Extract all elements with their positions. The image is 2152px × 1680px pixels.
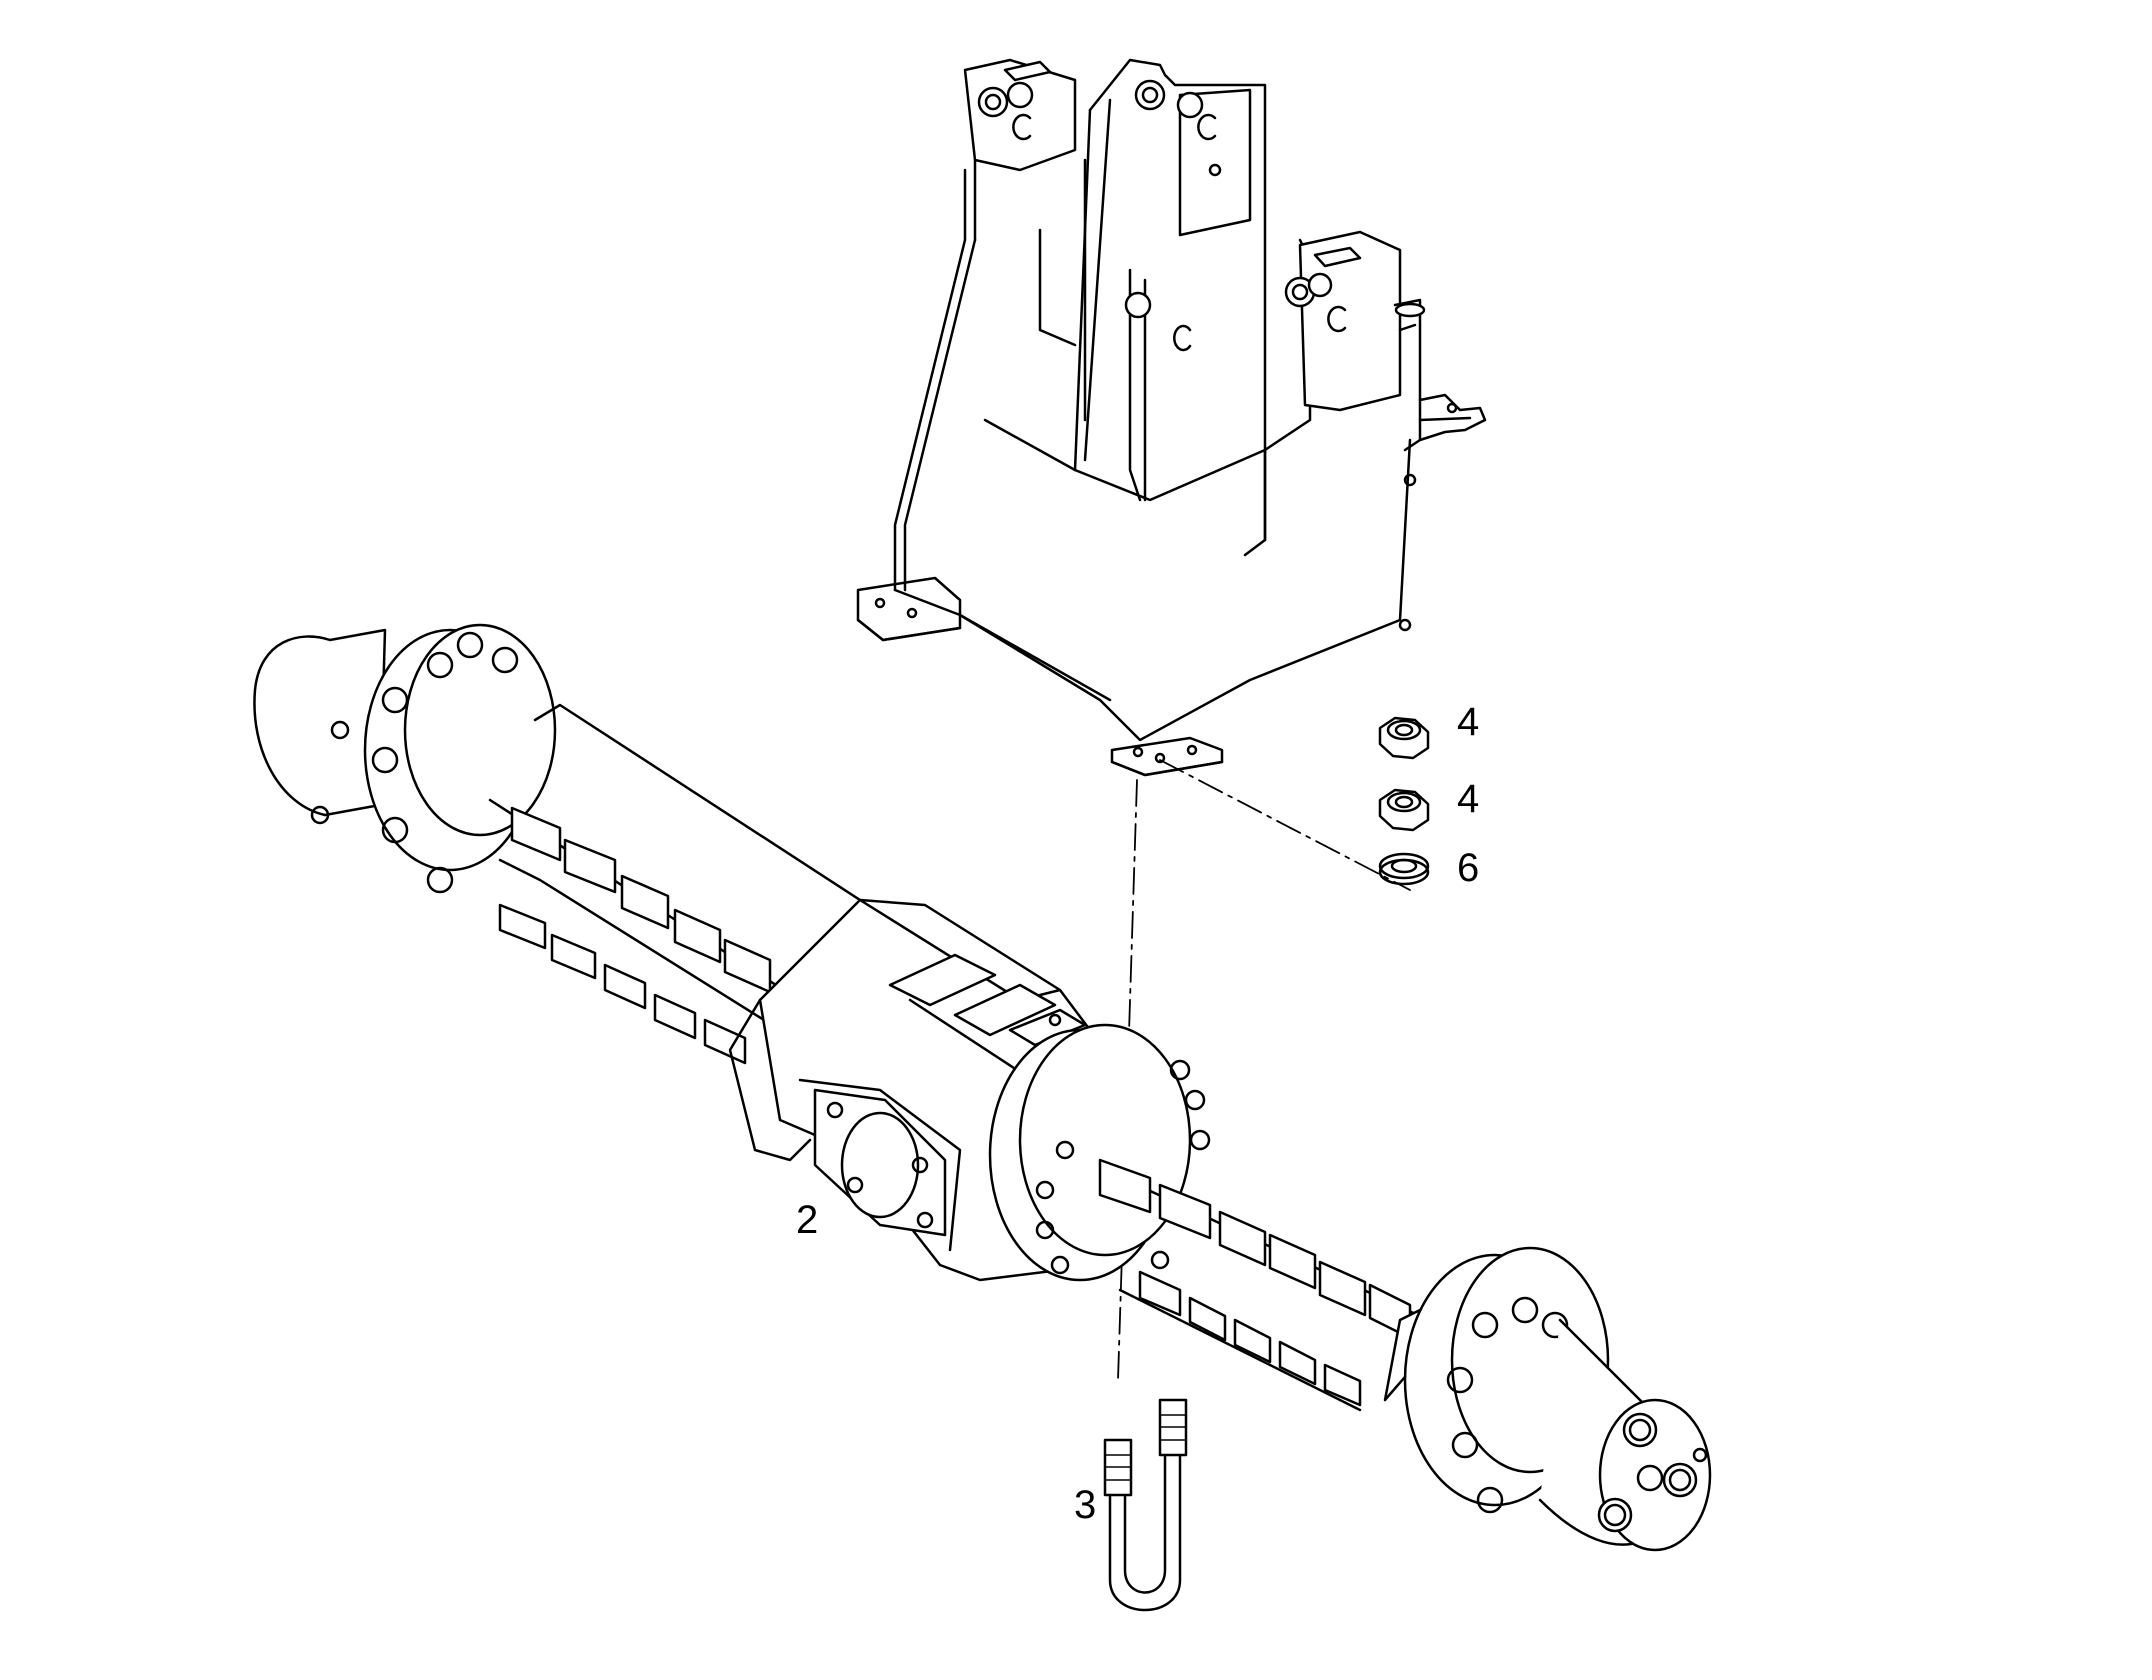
u-bolt-icon [1105,1400,1186,1610]
mounting-bracket [858,60,1485,775]
nut-upper-icon [1380,718,1428,758]
callout-axle: 2 [796,1198,819,1242]
callout-nut-lower: 4 [1457,777,1480,821]
callout-u-bolt: 3 [1074,1483,1097,1527]
callout-washer: 6 [1457,846,1480,890]
callout-nut-upper: 4 [1457,700,1480,744]
axle-assembly [254,625,1710,1550]
nut-lower-icon [1380,790,1428,830]
washer-icon [1380,854,1428,884]
